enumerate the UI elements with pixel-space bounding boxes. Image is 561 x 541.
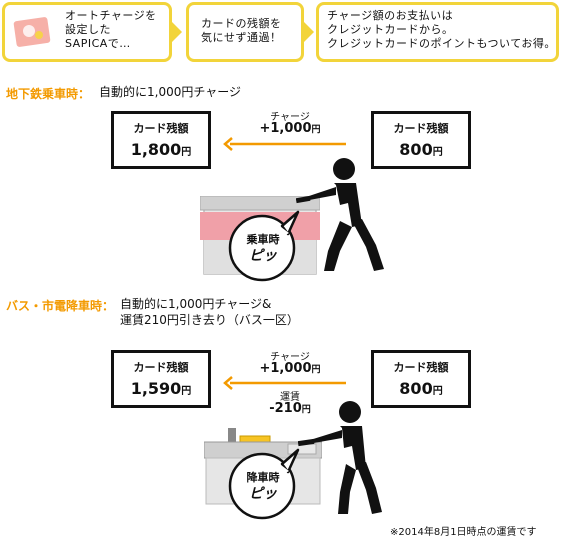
bus-section-label: バス・市電降車時： <box>6 299 115 313</box>
card-title: カード残額 <box>133 361 189 374</box>
bus-fare-value: -210円 <box>269 401 311 416</box>
subway-charge-value: +1,000円 <box>259 121 321 136</box>
bus-section-desc-1: 自動的に1,000円チャージ& <box>120 297 272 311</box>
bus-charge-arrow <box>223 376 346 390</box>
bus-bubble-text-1: 降車時 <box>246 471 280 484</box>
card-balance: 800円 <box>399 379 443 398</box>
subway-charge-arrow <box>223 137 346 151</box>
callout-text-2: カードの残額を 気にせず通過！ <box>201 17 282 44</box>
bus-charge-value: +1,000円 <box>259 361 321 376</box>
callout-sapica: オートチャージを 設定した SAPICAで… <box>2 2 172 62</box>
callout-pass-through: カードの残額を 気にせず通過！ <box>186 2 304 62</box>
subway-bubble-text-2: ピッ <box>249 248 277 264</box>
bus-fare-label: 運賃 <box>280 392 300 403</box>
callout-credit-card: チャージ額のお支払いは クレジットカードから。 クレジットカードのポイントもつい… <box>316 2 559 62</box>
sapica-card-icon <box>13 15 53 51</box>
card-title: カード残額 <box>393 122 449 135</box>
subway-beep-bubble-icon <box>228 210 300 282</box>
subway-section-label: 地下鉄乗車時： <box>6 87 91 101</box>
subway-person-icon <box>296 158 384 271</box>
card-balance: 800円 <box>399 140 443 159</box>
callout-text-1: オートチャージを 設定した SAPICAで… <box>65 9 157 50</box>
callout-arrow-1 <box>172 22 182 42</box>
bus-charge-label: チャージ <box>270 352 310 363</box>
card-title: カード残額 <box>393 361 449 374</box>
bus-bubble-text-2: ピッ <box>249 486 277 502</box>
bus-right-card: カード残額 800円 <box>371 350 471 408</box>
card-balance: 1,800円 <box>130 140 192 159</box>
bus-left-card: カード残額 1,590円 <box>111 350 211 408</box>
callout-arrow-2 <box>304 22 314 42</box>
card-title: カード残額 <box>133 122 189 135</box>
subway-charge-label: チャージ <box>270 112 310 123</box>
callout-text-3: チャージ額のお支払いは クレジットカードから。 クレジットカードのポイントもつい… <box>327 9 556 50</box>
fare-note: ※2014年8月1日時点の運賃です <box>390 527 537 538</box>
subway-right-card: カード残額 800円 <box>371 111 471 169</box>
bus-section-desc-2: 運賃210円引き去り（バス一区） <box>120 313 299 327</box>
subway-section-desc: 自動的に1,000円チャージ <box>99 85 241 99</box>
subway-bubble-text-1: 乗車時 <box>246 233 280 246</box>
subway-left-card: カード残額 1,800円 <box>111 111 211 169</box>
bus-beep-bubble-icon <box>228 448 300 520</box>
bus-person-icon <box>298 401 382 514</box>
card-balance: 1,590円 <box>130 379 192 398</box>
